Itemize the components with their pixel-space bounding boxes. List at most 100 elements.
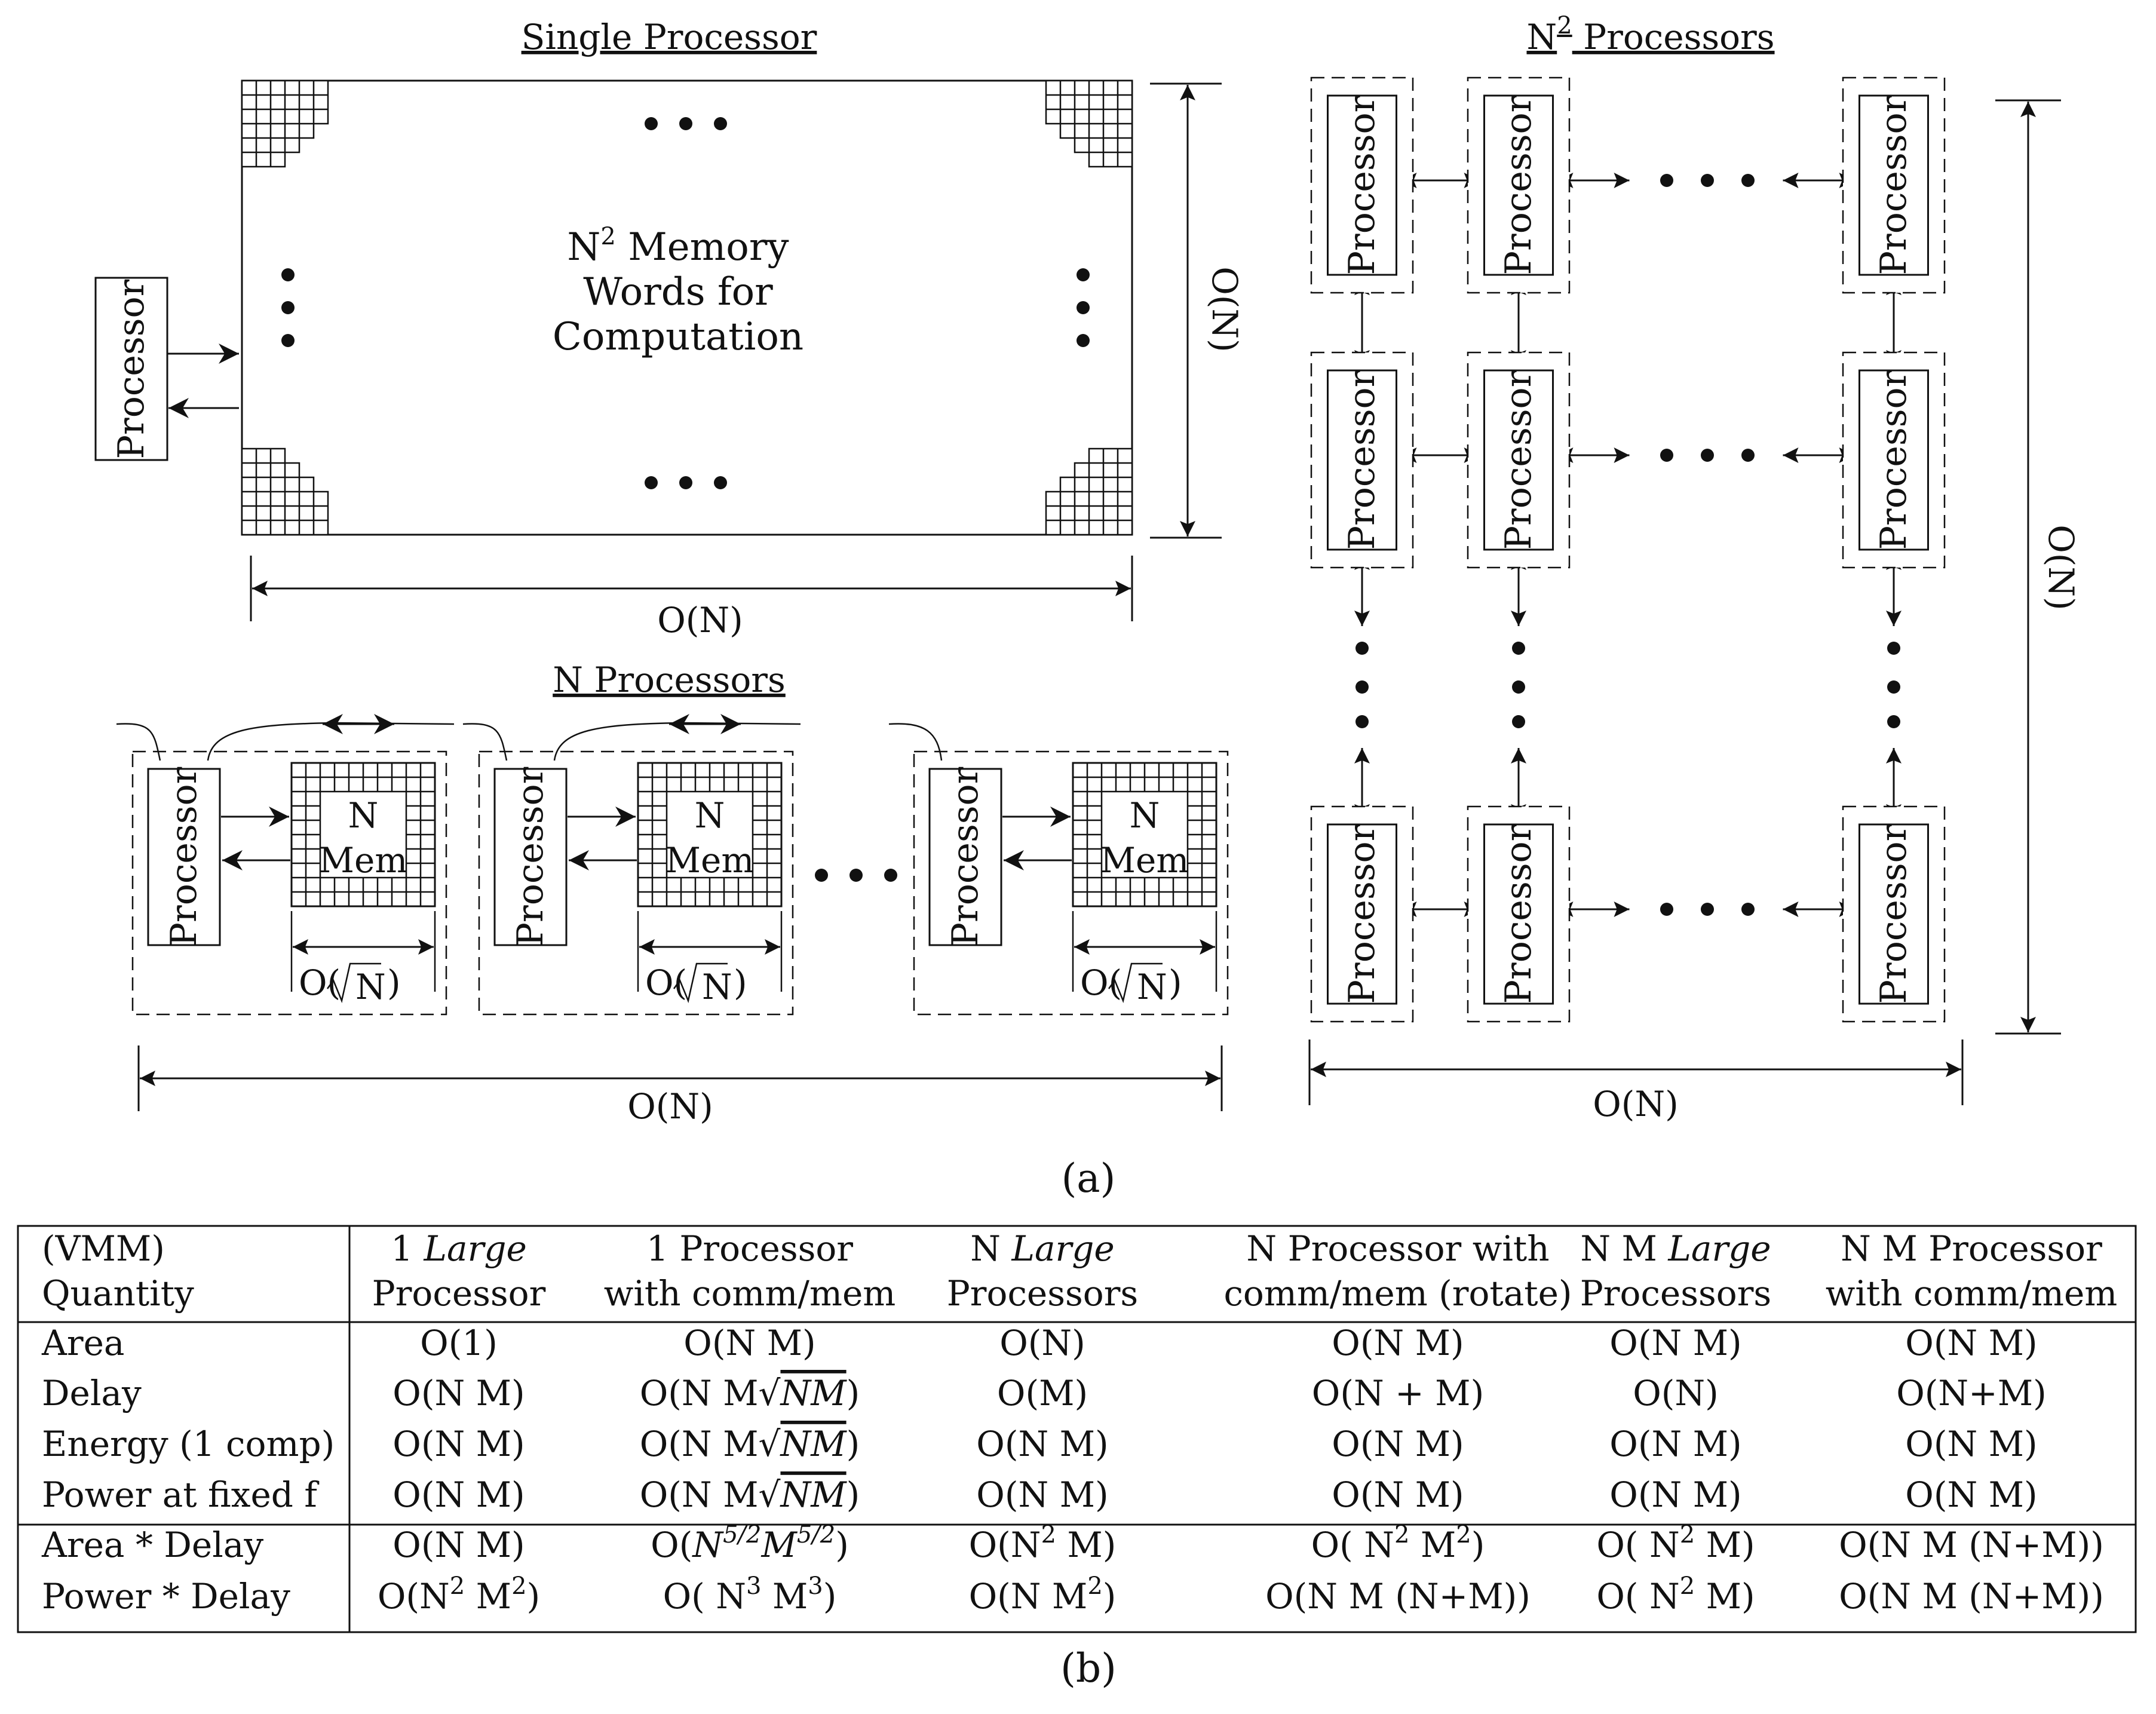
table-row-label: Energy (1 comp) (42, 1424, 335, 1464)
single-height-dimension (1150, 82, 1222, 539)
table-cell: O(N M√NM) (640, 1424, 860, 1464)
n2-vertical-dot (1887, 680, 1900, 694)
table-cell: O(N M√NM) (640, 1474, 860, 1515)
table-cell: O(N M) (1905, 1424, 2037, 1464)
n2-processor-node: Processor (1467, 76, 1571, 294)
table-cell: O(N M√NM) (640, 1373, 860, 1413)
table-header-cell: with comm/mem (1826, 1273, 2118, 1314)
table-cell: O(N M (N+M)) (1839, 1576, 2104, 1617)
n2-processor-label: Processor (1498, 95, 1539, 275)
unit-sqrt-close: ) (1169, 962, 1182, 1003)
unit-dashed-boundary (478, 750, 794, 1016)
unit-sqrt-radicand: N (1137, 967, 1167, 1007)
table-cell: O(N2 M2) (378, 1572, 540, 1617)
table-cell: O(N M) (1905, 1474, 2037, 1515)
n2-processor-box (1483, 369, 1554, 551)
single-processor-panel: Single Processor N2 Memory Words for Com… (94, 17, 1245, 640)
unit-sqrt-close: ) (734, 962, 747, 1003)
unit-dashed-boundary (131, 750, 447, 1016)
table-cell: O(N M) (1332, 1424, 1464, 1464)
n2-processor-node: Processor (1467, 805, 1571, 1023)
n2-height-label: O(N) (2041, 525, 2081, 611)
n2-processor-label: Processor (1873, 370, 1915, 550)
n2-processor-label: Processor (1341, 824, 1383, 1004)
table-cell: O(N2 M) (969, 1521, 1117, 1565)
table-cell: O(N M2) (969, 1572, 1117, 1617)
table-header-cell: 1 Large (391, 1228, 527, 1269)
n2-vertical-dot (1355, 642, 1369, 655)
ellipsis-dots-top (645, 117, 727, 130)
n2-processor-box (1483, 823, 1554, 1005)
unit-processor-box (147, 768, 221, 946)
single-processor-title: Single Processor (522, 17, 817, 57)
memory-label-line2: Words for (583, 270, 773, 314)
table-cell: O(1) (420, 1323, 498, 1363)
n2-horizontal-dot (1660, 449, 1673, 462)
table-header-cell: N M Processor (1841, 1228, 2102, 1269)
table-cell: O(N M) (392, 1424, 525, 1464)
table-cell: O(N + M) (1312, 1373, 1484, 1413)
unit-processor-label: Processor (163, 766, 205, 946)
table-cell: O(N+M) (1896, 1373, 2047, 1413)
unit-mem-label-bottom: Mem (319, 840, 408, 881)
table-cell: O(N M) (976, 1424, 1108, 1464)
table-cell: O(N M (N+M)) (1265, 1576, 1531, 1617)
n2-processor-label: Processor (1498, 370, 1539, 550)
table-cell: O(N M) (392, 1474, 525, 1515)
single-width-label: O(N) (657, 600, 743, 640)
sqrt-sign (673, 962, 728, 1004)
radical-symbol: √ (759, 1424, 781, 1464)
unit-sqrt-radicand: N (702, 967, 732, 1007)
memory-label-line3: Computation (553, 315, 803, 359)
n2-vertical-dot (1512, 715, 1525, 728)
n2-processor-label: Processor (1341, 95, 1383, 275)
radicand: NM (779, 1424, 847, 1464)
rotate-link-in (888, 723, 943, 761)
n2-horizontal-dot (1741, 449, 1755, 462)
sqrt-sign (1108, 962, 1163, 1004)
unit-processor-box (928, 768, 1002, 946)
table-cell: O( N2 M) (1596, 1572, 1755, 1617)
n-proc-width-dimension (137, 1045, 1223, 1111)
n2-processor-box (1327, 369, 1397, 551)
n2-horizontal-dot (1660, 174, 1673, 187)
table-cell: O(N) (999, 1323, 1085, 1363)
unit-sqrt-close: ) (387, 962, 401, 1003)
table-cell: O( N3 M3) (663, 1572, 837, 1617)
table-cell: O(N M) (1332, 1323, 1464, 1363)
table-header-cell: 1 Processor (646, 1228, 853, 1269)
table-cell: O(N5/2M5/2) (651, 1521, 849, 1565)
n2-horizontal-dot (1660, 903, 1673, 916)
n2-vertical-dot (1512, 642, 1525, 655)
table-row-label: Delay (42, 1373, 142, 1413)
table-header-cell: Quantity (42, 1273, 194, 1314)
table-border (17, 1225, 2137, 1633)
n2-horizontal-dot (1741, 174, 1755, 187)
rotate-link-in (462, 723, 508, 761)
table-row-label: Area * Delay (41, 1525, 263, 1565)
unit-mem-label-top: N (348, 795, 379, 836)
unit-memory-grid (1072, 762, 1217, 907)
unit-mem-label-top: N (1130, 795, 1160, 836)
n2-processor-node: Processor (1310, 805, 1414, 1023)
single-width-dimension (250, 556, 1133, 621)
rotate-link-out (553, 722, 801, 761)
n-proc-ellipsis (815, 869, 897, 882)
table-header-cell: N Large (970, 1228, 1114, 1269)
table-header-cell: comm/mem (rotate) (1223, 1273, 1572, 1314)
table-header-cell: Processors (1580, 1273, 1771, 1314)
table-cell: O(M) (997, 1373, 1088, 1413)
table-header-cell: with comm/mem (604, 1273, 896, 1314)
radicand: NM (779, 1373, 847, 1413)
n2-horizontal-dot (1701, 174, 1714, 187)
unit-processor-label: Processor (510, 766, 551, 946)
n-processors-title: N Processors (553, 660, 786, 700)
n2-horizontal-dot (1741, 903, 1755, 916)
